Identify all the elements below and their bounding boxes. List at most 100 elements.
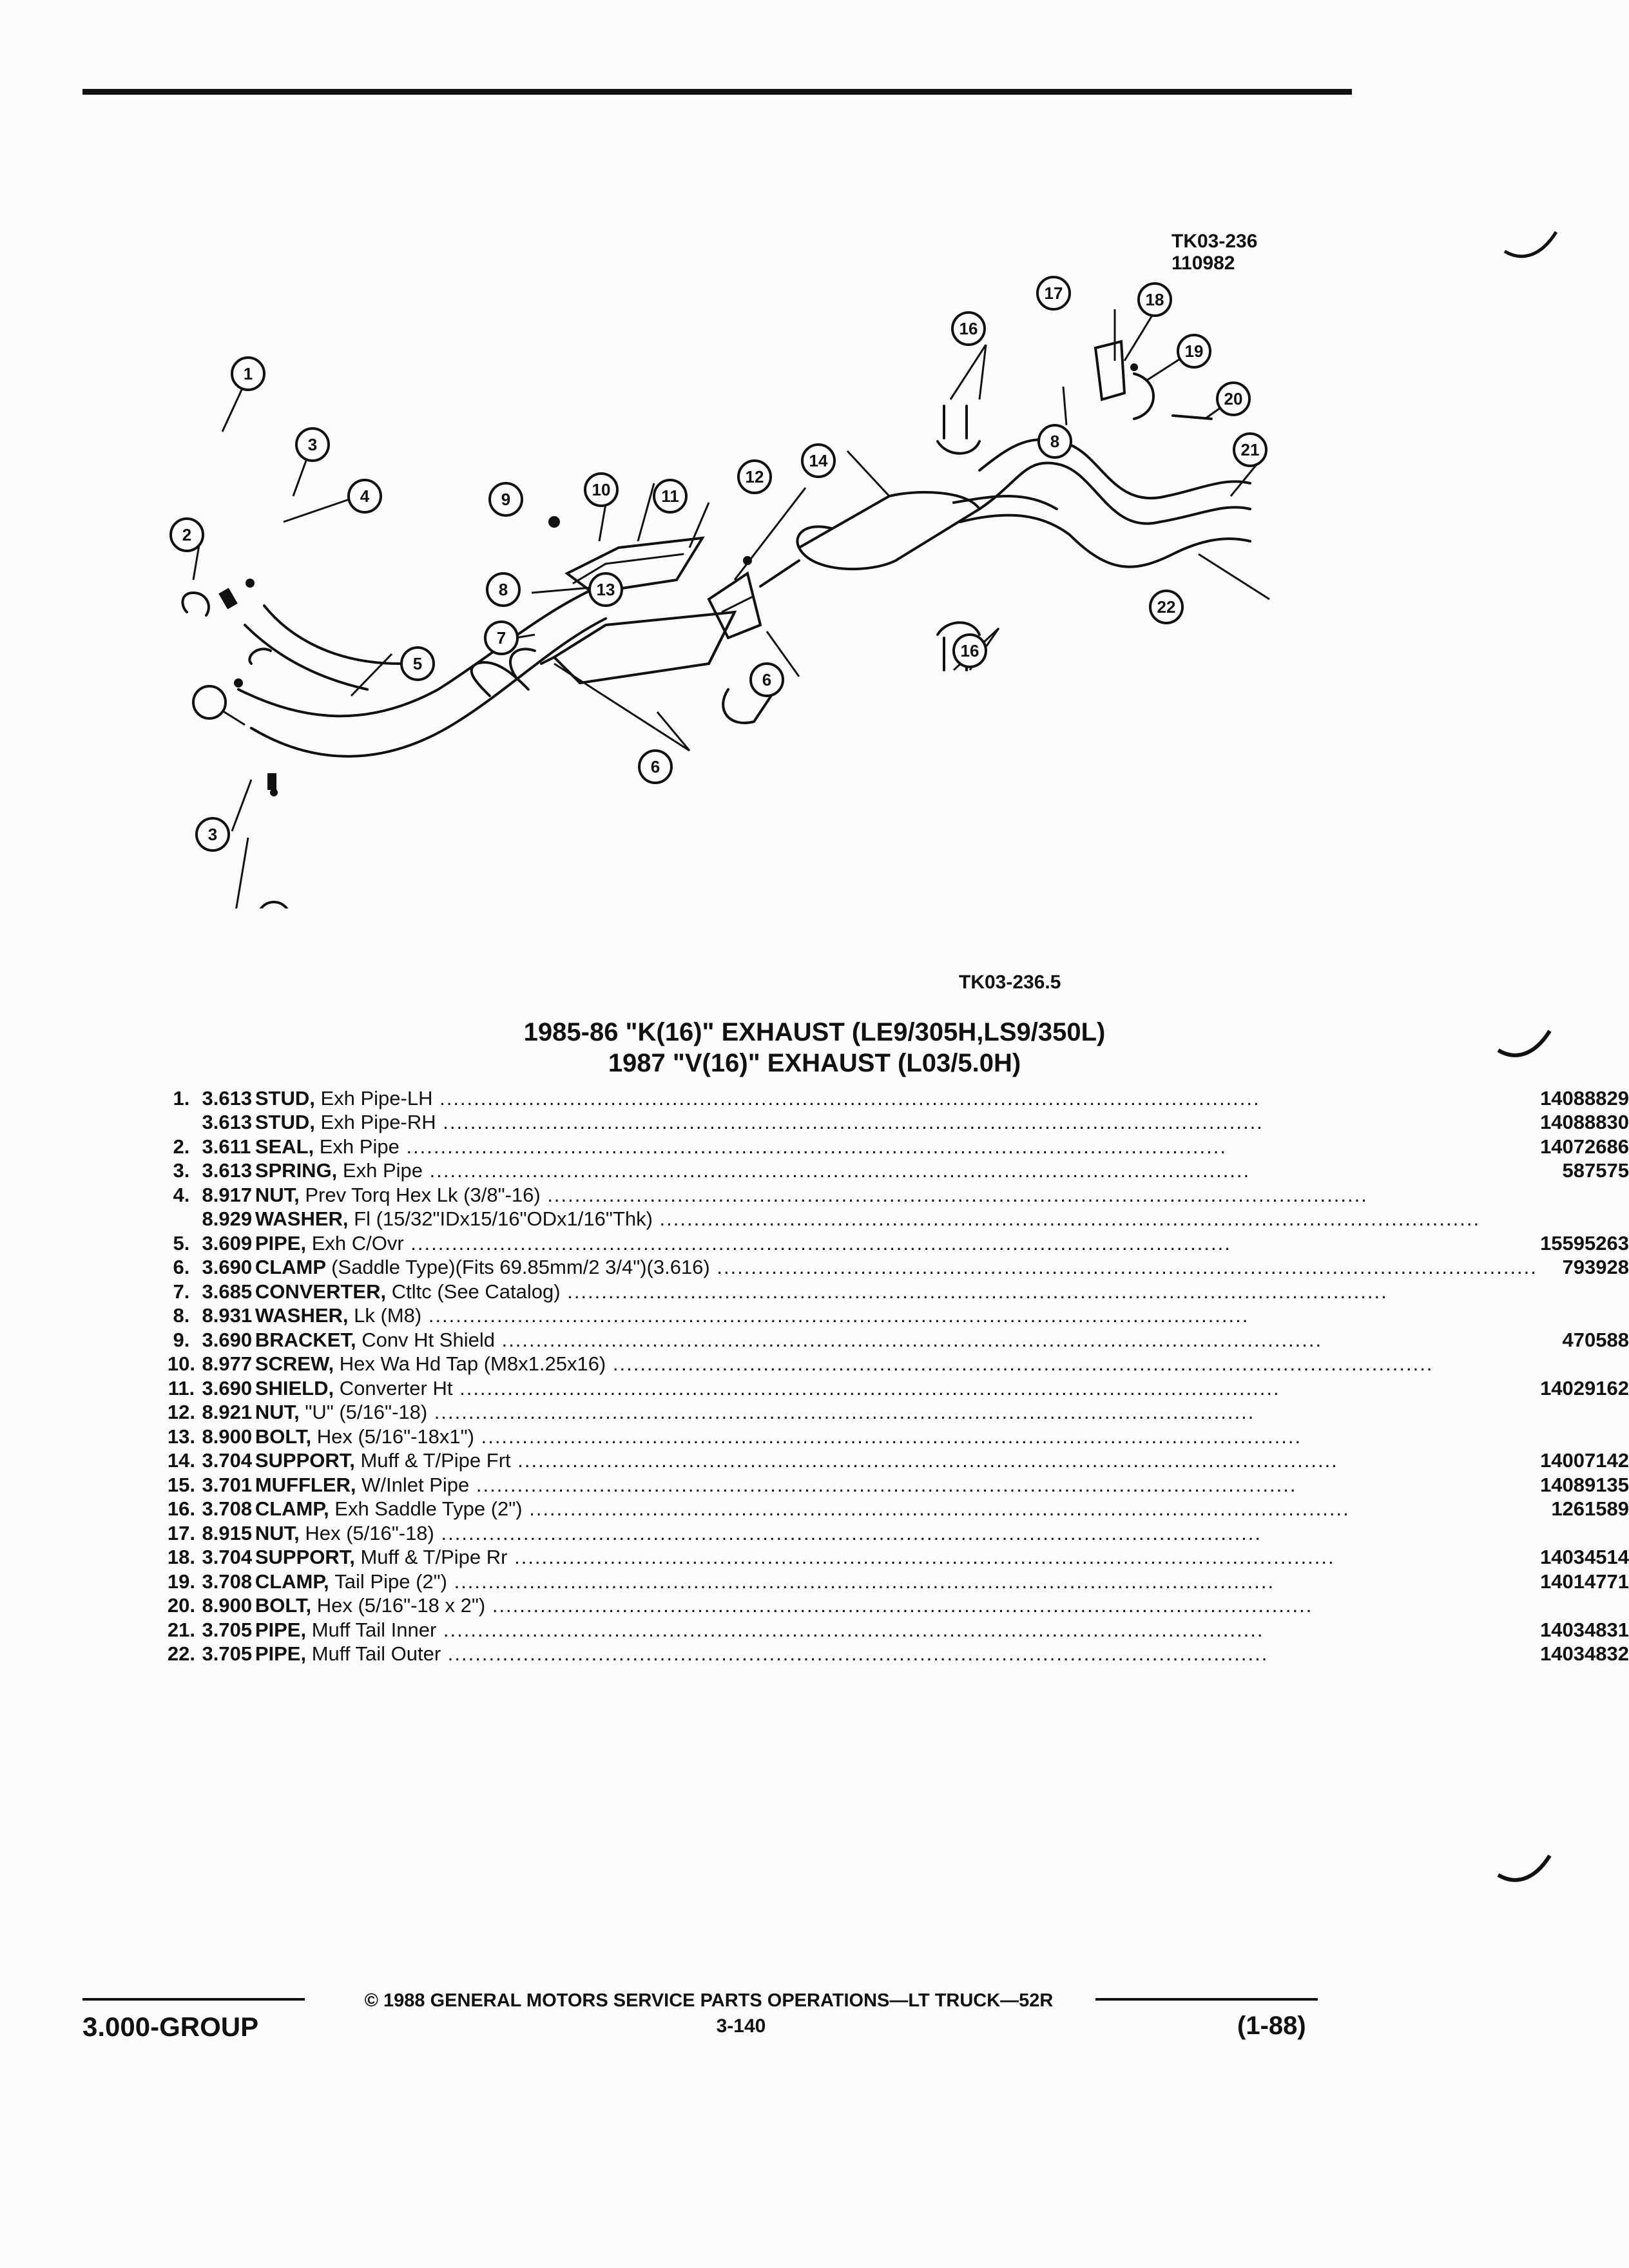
part-group-code: 3.705 <box>202 1618 253 1641</box>
part-number: 14088830 <box>1540 1111 1629 1134</box>
converter-body <box>552 610 737 685</box>
part-group-code: 3.705 <box>202 1642 253 1666</box>
footer-rule-right <box>1095 1998 1318 2001</box>
part-number <box>1537 1304 1629 1329</box>
part-number <box>1537 1521 1629 1546</box>
spring-upper <box>218 588 238 610</box>
part-detail: Muff & T/Pipe Frt <box>360 1449 511 1472</box>
part-description: WASHER, Fl (15/32"IDx15/16"ODx1/16"Thk) … <box>255 1207 1537 1232</box>
spacer <box>197 1183 202 1207</box>
figure-date-code: 110982 <box>1171 253 1235 274</box>
part-ref-number: 7. <box>173 1280 190 1303</box>
footer-rule-left <box>82 1998 305 2001</box>
part-number: 15595263 <box>1540 1231 1629 1254</box>
leader-dots: ........................................… <box>709 1256 1537 1279</box>
part-ref-number: 22. <box>167 1642 196 1666</box>
part-number: 1261589 <box>1551 1497 1629 1521</box>
footer-revision: (1-88) <box>1237 2012 1306 2040</box>
part-detail: "U" (5/16"-18) <box>305 1401 428 1424</box>
spacer <box>197 1497 202 1522</box>
part-ref-number: 18. <box>167 1546 196 1569</box>
part-group-code: 3.613 <box>202 1086 253 1110</box>
part-name: NUT, <box>255 1521 300 1544</box>
part-name: SCREW, <box>255 1352 334 1376</box>
callout-6b: 6 <box>762 670 771 689</box>
spacer <box>197 1111 202 1135</box>
part-number: 14072686 <box>1540 1135 1629 1158</box>
part-description: PIPE, Muff Tail Inner ..................… <box>255 1618 1537 1642</box>
part-ref-number: 14. <box>167 1449 196 1472</box>
leader-dots: ........................................… <box>485 1594 1313 1617</box>
part-ref-number: 20. <box>167 1594 196 1617</box>
part-group-code: 3.613 <box>202 1111 253 1134</box>
crossover-pipe-upper <box>237 585 601 718</box>
part-ref-number: 21. <box>167 1618 196 1641</box>
part-number <box>1537 1207 1629 1232</box>
part-ref-number: 12. <box>167 1401 196 1424</box>
part-ref-number: 9. <box>173 1328 190 1351</box>
part-ref-number <box>166 1111 197 1135</box>
spacer <box>197 1280 202 1304</box>
figure-code-bottom: TK03-236.5 <box>959 972 1061 993</box>
callout-3b: 3 <box>208 825 217 844</box>
callout-7: 7 <box>497 628 506 648</box>
part-detail: Lk (M8) <box>354 1304 422 1327</box>
part-ref-number: 3. <box>173 1159 190 1182</box>
part-name: SPRING, <box>255 1159 338 1182</box>
part-detail: Exh Saddle Type (2") <box>334 1497 523 1521</box>
part-group-code: 8.915 <box>202 1521 253 1544</box>
leader-dots: ........................................… <box>606 1352 1434 1376</box>
part-name: SEAL, <box>255 1135 314 1158</box>
part-detail: Muff Tail Inner <box>311 1618 437 1641</box>
callout-8b: 8 <box>499 580 508 599</box>
spacer <box>197 1521 202 1546</box>
leader-dots: ........................................… <box>652 1207 1481 1231</box>
part-name: BOLT, <box>255 1594 312 1617</box>
callout-5: 5 <box>413 654 422 673</box>
leader-dots: ........................................… <box>522 1497 1350 1521</box>
part-detail: Hex (5/16"-18) <box>305 1521 434 1544</box>
footer-copyright: © 1988 GENERAL MOTORS SERVICE PARTS OPER… <box>364 1990 1054 2011</box>
leader-dots: ........................................… <box>421 1304 1249 1327</box>
spacer <box>197 1570 202 1594</box>
part-ref-number: 4. <box>173 1183 190 1206</box>
footer-page-number: 3-140 <box>716 2015 766 2037</box>
callout-17: 17 <box>1045 284 1063 303</box>
part-detail: Ctltc (See Catalog) <box>391 1280 561 1303</box>
part-detail: Conv Ht Shield <box>361 1328 495 1351</box>
part-detail: Tail Pipe (2") <box>334 1570 447 1593</box>
part-name: BOLT, <box>255 1425 312 1448</box>
callout-4: 4 <box>360 486 370 506</box>
part-name: SUPPORT, <box>255 1546 355 1569</box>
spacer <box>197 1135 202 1159</box>
part-ref-number: 15. <box>167 1473 196 1496</box>
part-name: MUFFLER, <box>255 1473 356 1496</box>
part-detail: Fl (15/32"IDx15/16"ODx1/16"Thk) <box>354 1207 653 1231</box>
saddle-clamp-top <box>936 405 981 455</box>
part-name: PIPE, <box>255 1231 307 1254</box>
spacer <box>197 1376 202 1401</box>
part-detail: Exh Pipe-LH <box>320 1086 433 1110</box>
part-detail: W/Inlet Pipe <box>361 1473 470 1496</box>
heat-shield <box>564 536 705 595</box>
callout-14: 14 <box>809 451 828 470</box>
part-description: STUD, Exh Pipe-RH ......................… <box>255 1111 1537 1135</box>
part-description: CONVERTER, Ctltc (See Catalog) .........… <box>255 1280 1537 1304</box>
part-number <box>1537 1425 1629 1449</box>
part-ref-number: 2. <box>173 1135 190 1158</box>
part-description: SPRING, Exh Pipe .......................… <box>255 1159 1537 1184</box>
part-group-code: 8.931 <box>202 1304 253 1327</box>
part-group-code: 8.900 <box>202 1594 253 1617</box>
leader-dots: ........................................… <box>507 1546 1335 1569</box>
